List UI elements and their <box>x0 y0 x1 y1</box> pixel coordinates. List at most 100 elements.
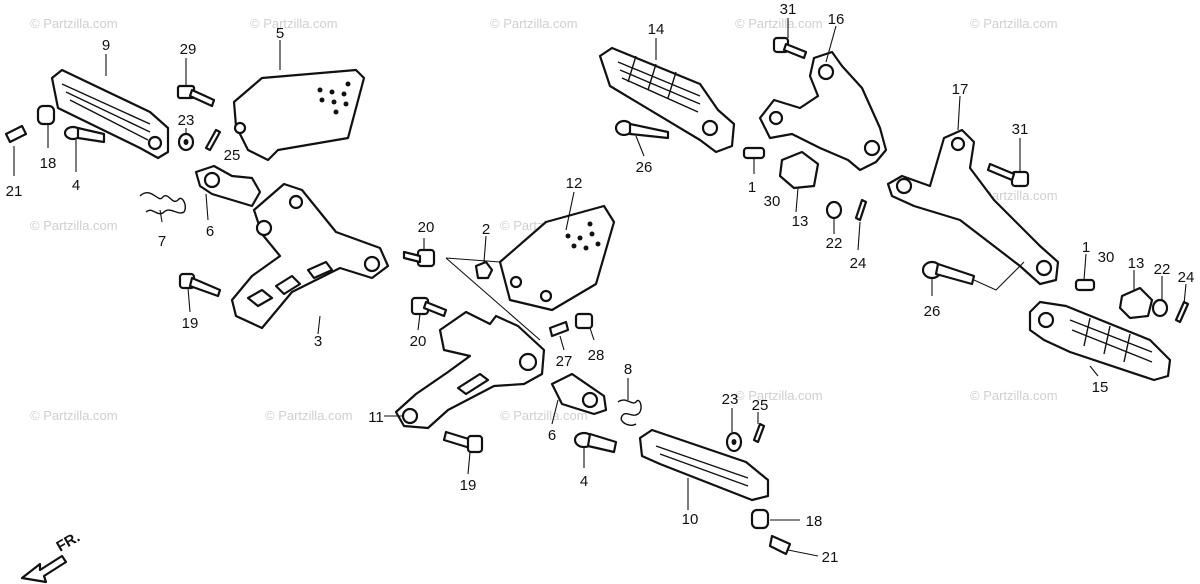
watermark: © Partzilla.com <box>490 16 578 31</box>
bolt-19-right <box>442 430 484 454</box>
washer-22-lower <box>1151 298 1169 318</box>
front-direction-arrow: FR. <box>20 529 83 584</box>
callout-2: 2 <box>482 221 490 238</box>
callout-18: 18 <box>806 513 823 530</box>
bolt-29 <box>176 84 216 108</box>
callout-19: 19 <box>460 477 477 494</box>
washer-22-upper <box>825 200 843 220</box>
bolt-27 <box>548 320 570 338</box>
callout-18: 18 <box>40 155 57 172</box>
callout-21: 21 <box>6 183 23 200</box>
bolt-31-upper <box>772 36 808 60</box>
footpeg-bracket-upper-right <box>758 50 888 172</box>
callout-13: 13 <box>1128 255 1145 272</box>
peg-pin-right <box>573 431 618 454</box>
callout-23: 23 <box>178 112 195 129</box>
callout-11: 11 <box>368 409 384 426</box>
callout-1: 1 <box>1082 239 1090 256</box>
bolt-20-lower <box>410 296 448 318</box>
callout-26: 26 <box>924 303 941 320</box>
callout-13: 13 <box>792 213 809 230</box>
peg-pin-26-lower <box>921 260 976 286</box>
callout-10: 10 <box>682 511 699 528</box>
watermark: © Partzilla.com <box>250 16 338 31</box>
cotter-pin-24-upper <box>854 198 868 222</box>
footpeg-knurled-lower <box>1028 300 1172 382</box>
watermark: © Partzilla.com <box>735 16 823 31</box>
leader-line <box>445 257 501 263</box>
callout-15: 15 <box>1092 379 1109 396</box>
callout-5: 5 <box>276 25 284 42</box>
callout-21: 21 <box>822 549 839 566</box>
footpeg-bracket-lower-right <box>886 128 1060 286</box>
callout-7: 7 <box>158 233 166 250</box>
washer-23-right <box>725 431 743 453</box>
callout-14: 14 <box>648 21 665 38</box>
callout-17: 17 <box>952 81 969 98</box>
callout-6: 6 <box>548 427 556 444</box>
spring-1-upper <box>742 146 766 160</box>
callout-29: 29 <box>180 41 197 58</box>
direction-label: FR. <box>54 529 83 556</box>
leader-line <box>445 257 541 341</box>
washer-23-left <box>177 132 195 152</box>
pivot-13-upper <box>778 150 820 190</box>
arrow-icon <box>20 554 68 584</box>
callout-26: 26 <box>636 159 653 176</box>
footpeg-bracket-right <box>394 310 546 430</box>
callout-4: 4 <box>72 177 80 194</box>
bolt-19-left <box>178 272 222 298</box>
heel-guard-right <box>498 204 616 312</box>
peg-pivot-left <box>194 164 262 208</box>
callout-30: 30 <box>764 193 781 210</box>
callout-24: 24 <box>1178 269 1195 286</box>
heel-guard-left <box>232 68 366 162</box>
callout-22: 22 <box>1154 261 1171 278</box>
callout-25: 25 <box>224 147 241 164</box>
spring-1-lower <box>1074 278 1096 292</box>
callout-27: 27 <box>556 353 573 370</box>
callout-19: 19 <box>182 315 199 332</box>
spring-7 <box>139 191 187 215</box>
callout-8: 8 <box>624 361 632 378</box>
footpeg-bracket-left <box>230 182 390 330</box>
footpeg-rubber-left <box>50 68 170 160</box>
callout-3: 3 <box>314 333 322 350</box>
peg-pivot-right <box>550 372 608 416</box>
callout-25: 25 <box>752 397 769 414</box>
callout-28: 28 <box>588 347 605 364</box>
watermark: © Partzilla.com <box>500 408 588 423</box>
watermark: © Partzilla.com <box>970 16 1058 31</box>
callout-16: 16 <box>828 11 845 28</box>
callout-20: 20 <box>418 219 435 236</box>
callout-20: 20 <box>410 333 427 350</box>
callout-30: 30 <box>1098 249 1115 266</box>
callout-24: 24 <box>850 255 867 272</box>
footpeg-rubber-right <box>638 428 770 502</box>
callout-31: 31 <box>1012 121 1029 138</box>
bolt-20-upper <box>402 248 436 268</box>
peg-cap-right <box>750 508 770 530</box>
callout-1: 1 <box>748 179 756 196</box>
watermark: © Partzilla.com <box>30 16 118 31</box>
leader-line <box>973 261 1025 291</box>
peg-cap-left <box>36 104 56 126</box>
peg-bolt-left <box>4 124 28 144</box>
peg-pin-left <box>63 125 106 144</box>
callout-12: 12 <box>566 175 583 192</box>
callout-23: 23 <box>722 391 739 408</box>
peg-pin-26-upper <box>614 119 670 140</box>
footpeg-knurled-upper <box>598 46 736 154</box>
peg-bolt-right <box>768 534 792 556</box>
watermark: © Partzilla.com <box>735 388 823 403</box>
cotter-pin-24-lower <box>1174 300 1190 324</box>
bolt-28 <box>574 312 594 330</box>
bolt-31-lower <box>986 162 1030 188</box>
callout-4: 4 <box>580 473 588 490</box>
pivot-13-lower <box>1118 286 1154 320</box>
spring-8 <box>617 399 642 426</box>
callout-22: 22 <box>826 235 843 252</box>
watermark: © Partzilla.com <box>265 408 353 423</box>
